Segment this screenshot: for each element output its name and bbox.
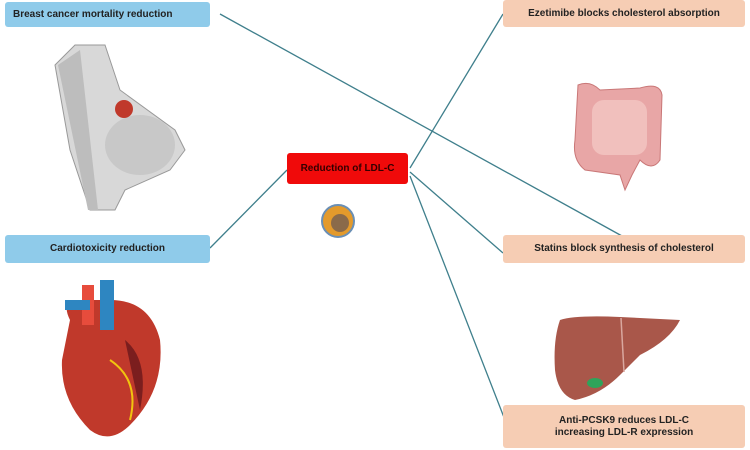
liver-illustration: [554, 316, 680, 400]
center-label: Reduction of LDL-C: [300, 162, 395, 174]
breast-illustration: [54, 44, 186, 211]
connector-center-ezetimibe: [409, 13, 504, 169]
connector-center-pcsk9: [409, 175, 506, 421]
statins-label: Statins block synthesis of cholesterol: [534, 243, 714, 254]
connector-center-statins: [409, 171, 504, 254]
intestine-illustration: [574, 82, 663, 192]
connector-breast-statins: [219, 13, 623, 237]
heart-illustration: [61, 280, 161, 437]
breast-cancer-box: Breast cancer mortality reduction: [5, 2, 210, 27]
ezetimibe-label: Ezetimibe blocks cholesterol absorption: [528, 7, 720, 19]
ezetimibe-box: Ezetimibe blocks cholesterol absorption: [503, 0, 745, 27]
pcsk9-label: Anti-PCSK9 reduces LDL-C increasing LDL-…: [554, 414, 694, 438]
cardiotoxicity-box: Cardiotoxicity reduction: [5, 235, 210, 263]
ldl-particle-icon: [321, 204, 355, 238]
center-box: Reduction of LDL-C: [287, 153, 408, 184]
breast-cancer-label: Breast cancer mortality reduction: [13, 8, 173, 20]
connector-center-cardio: [209, 169, 288, 249]
connector-lines: [209, 13, 623, 421]
cardiotoxicity-label: Cardiotoxicity reduction: [49, 243, 165, 254]
statins-box: Statins block synthesis of cholesterol: [503, 235, 745, 263]
pcsk9-box: Anti-PCSK9 reduces LDL-C increasing LDL-…: [503, 405, 745, 448]
